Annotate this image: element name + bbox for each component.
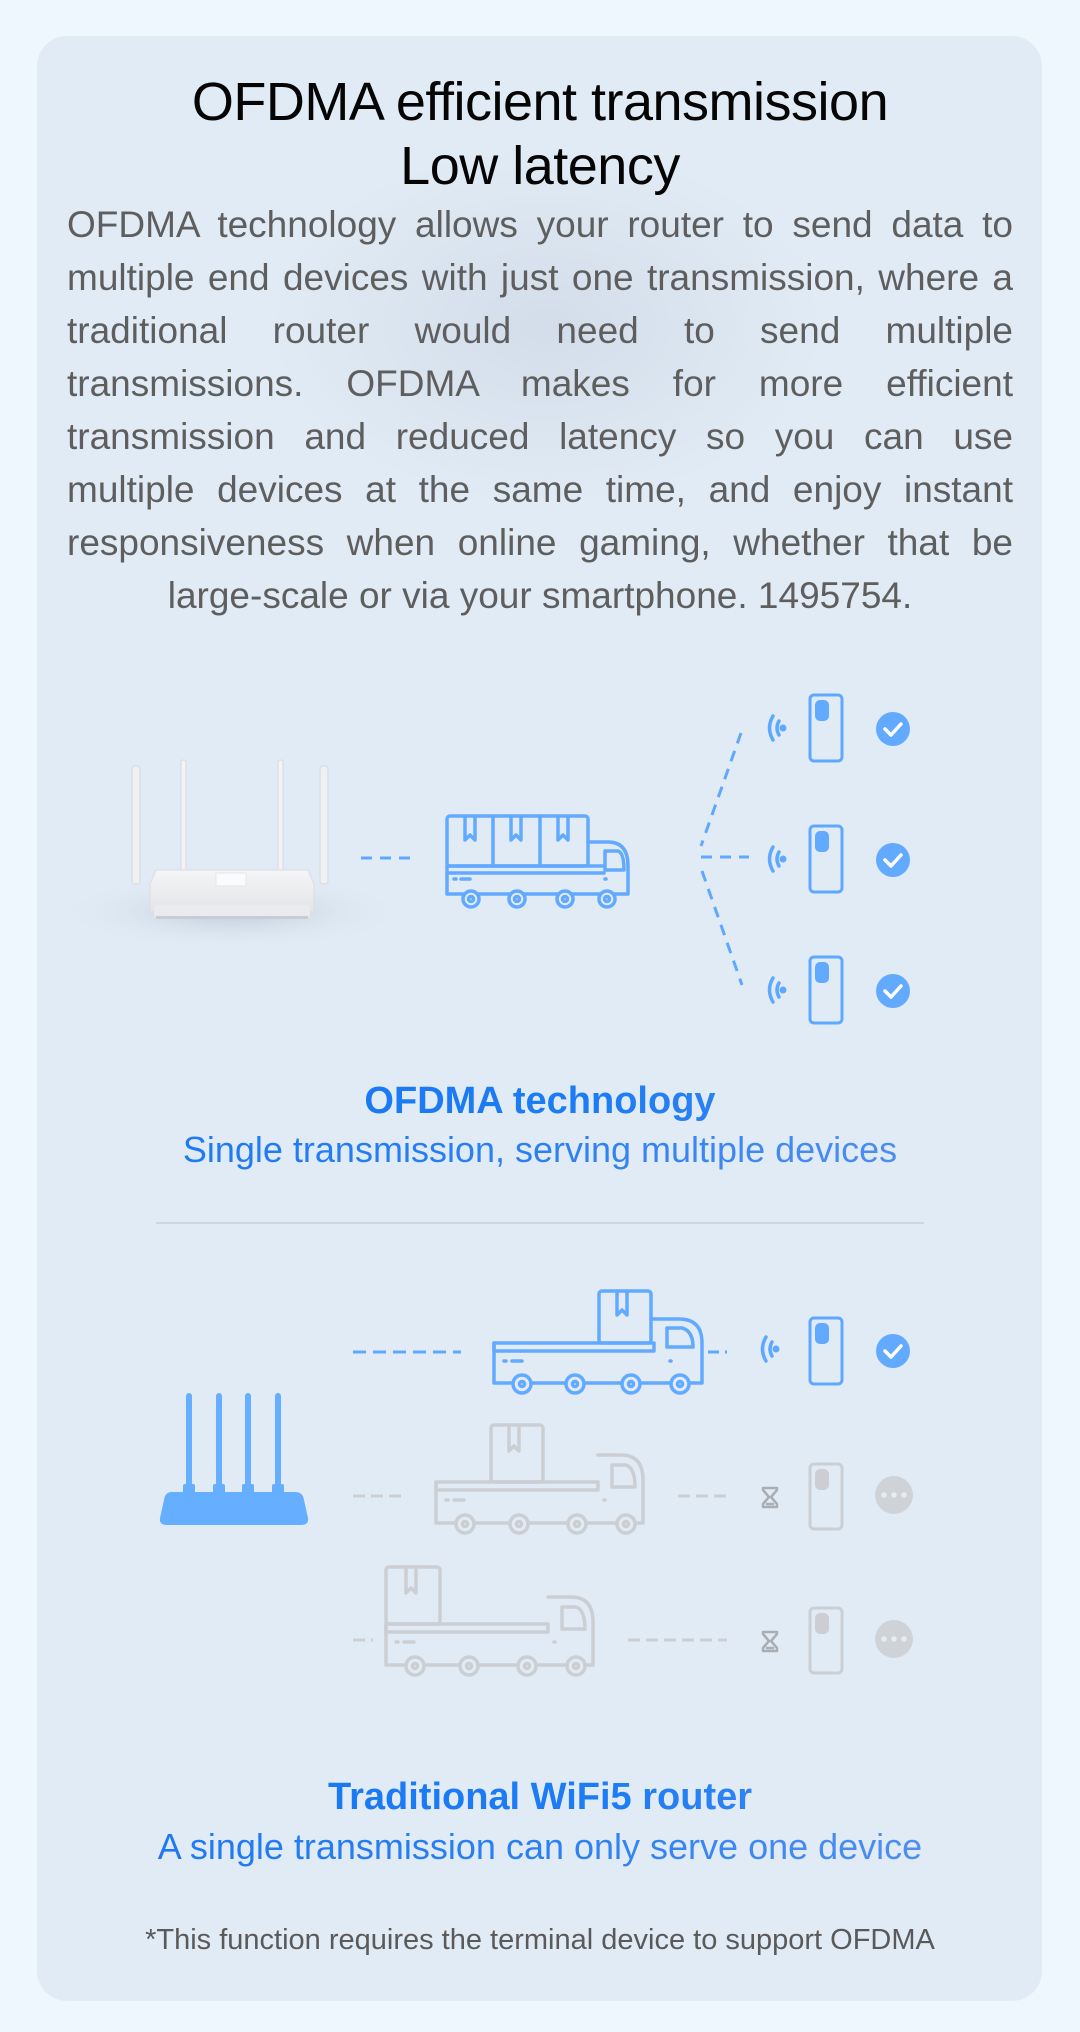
check-circle-icon — [876, 974, 910, 1008]
wifi-signal-icon — [767, 976, 781, 1004]
router-photo — [57, 759, 407, 950]
wifi-signal-icon — [767, 714, 781, 742]
ofdma-device-2 — [767, 824, 910, 894]
traditional-row-2 — [353, 1423, 913, 1535]
phone-icon — [808, 1316, 844, 1386]
wifi-signal-icon — [760, 1335, 774, 1363]
page-title: OFDMA efficient transmission Low latency — [0, 70, 1080, 198]
phone-icon — [808, 955, 844, 1025]
truck-icon-three-boxes — [445, 814, 630, 909]
description-paragraph: OFDMA technology allows your router to s… — [67, 204, 1013, 616]
section-divider — [156, 1222, 924, 1224]
phone-icon — [808, 1606, 844, 1675]
router-icon — [159, 1393, 309, 1525]
check-circle-icon — [876, 1334, 910, 1368]
traditional-subheading: A single transmission can only serve one… — [0, 1826, 1080, 1868]
title-line-2: Low latency — [400, 136, 680, 196]
ofdma-device-3 — [767, 955, 910, 1025]
ofdma-heading: OFDMA technology — [0, 1080, 1080, 1123]
content-card — [37, 36, 1042, 2001]
check-circle-icon — [876, 843, 910, 877]
more-dots-icon — [875, 1476, 913, 1514]
footnote: *This function requires the terminal dev… — [145, 1924, 935, 1956]
phone-icon — [808, 1462, 844, 1531]
traditional-row-1 — [353, 1289, 910, 1395]
check-circle-icon — [876, 712, 910, 746]
more-dots-icon — [875, 1620, 913, 1658]
hourglass-icon — [761, 1486, 779, 1509]
title-line-1: OFDMA efficient transmission — [191, 72, 889, 132]
truck-icon-one-box — [434, 1423, 645, 1535]
phone-icon — [808, 824, 844, 894]
fan-dashed-lines — [699, 732, 749, 986]
traditional-heading: Traditional WiFi5 router — [0, 1776, 1080, 1819]
truck-icon-one-box — [492, 1289, 704, 1395]
ofdma-subheading: Single transmission, serving multiple de… — [0, 1129, 1080, 1171]
traditional-row-3 — [353, 1565, 913, 1677]
wifi-signal-icon — [767, 845, 781, 873]
truck-icon-one-box — [384, 1565, 595, 1677]
hourglass-icon — [761, 1630, 779, 1653]
phone-icon — [808, 693, 844, 763]
ofdma-device-1 — [767, 693, 910, 763]
background-glow — [267, 146, 827, 506]
